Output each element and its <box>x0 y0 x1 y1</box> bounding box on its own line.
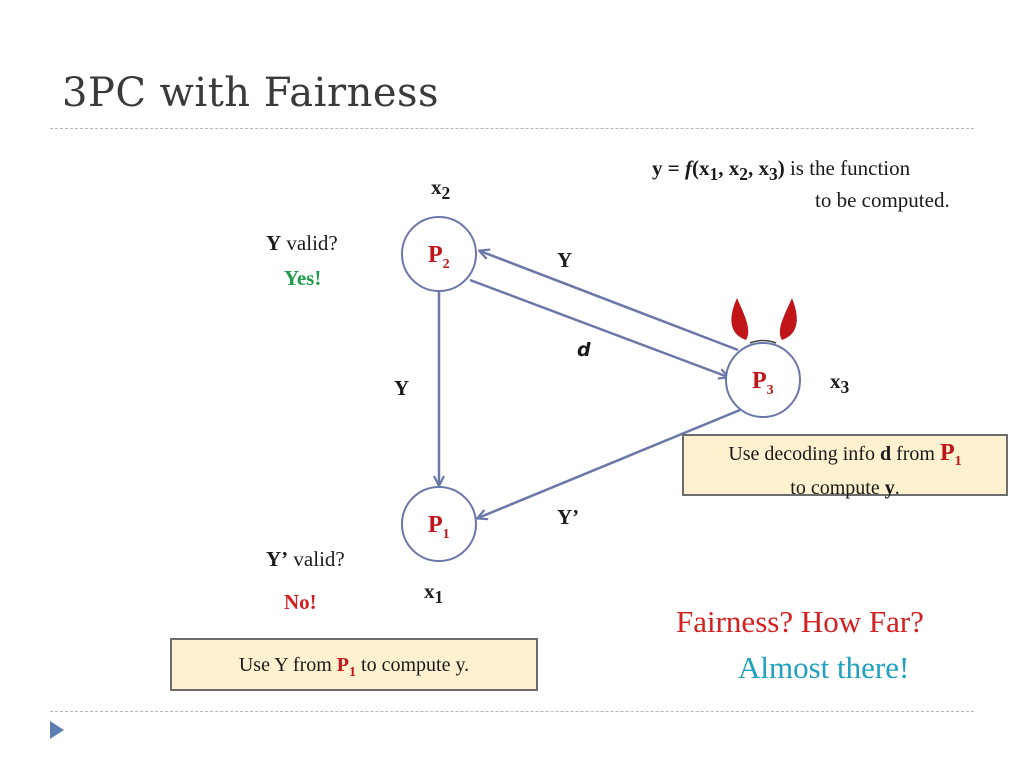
p3-decoding-note: Use decoding info d from P1 to compute y… <box>682 434 1008 499</box>
function-definition-line2: to be computed. <box>815 188 950 212</box>
node-p1-label: P1 <box>428 512 450 542</box>
p1-validity-check: Y’ valid? <box>266 547 345 571</box>
node-p1 <box>401 486 477 562</box>
p2-validity-answer: Yes! <box>284 266 322 290</box>
edge-label-p2-to-p3: d <box>577 339 591 361</box>
function-definition: y = f(x1, x2, x3) is the function <box>652 156 911 185</box>
devil-horn-left-icon <box>731 298 749 340</box>
page-title: 3PC with Fairness <box>62 70 440 116</box>
edge-label-p2-to-p1: Y <box>394 376 410 400</box>
node-p3-label: P3 <box>752 368 774 398</box>
edge-label-p3-to-p2: Y <box>557 248 573 272</box>
slide-bullet-icon <box>50 721 64 739</box>
input-x1: x1 <box>424 579 444 608</box>
input-x2: x2 <box>431 175 451 204</box>
devil-horn-right-icon <box>779 298 797 340</box>
node-p2 <box>401 216 477 292</box>
fairness-question: Fairness? How Far? <box>676 604 924 639</box>
node-p3 <box>725 342 801 418</box>
node-p2-label: P2 <box>428 242 450 272</box>
edge-label-p3-to-p1: Y’ <box>557 505 580 529</box>
edge-p3-to-p2 <box>480 251 739 352</box>
footer-divider <box>50 711 974 712</box>
title-divider <box>50 128 974 129</box>
input-x3: x3 <box>830 369 850 398</box>
p2-validity-check: Y valid? <box>266 231 338 255</box>
edge-p3-to-p1 <box>478 408 741 518</box>
edge-p2-to-p3 <box>469 278 728 377</box>
almost-there-remark: Almost there! <box>738 650 910 685</box>
devil-face-arc <box>749 339 777 344</box>
p1-compute-note: Use Y from P1 to compute y. <box>170 638 538 691</box>
p1-validity-answer: No! <box>284 590 317 614</box>
